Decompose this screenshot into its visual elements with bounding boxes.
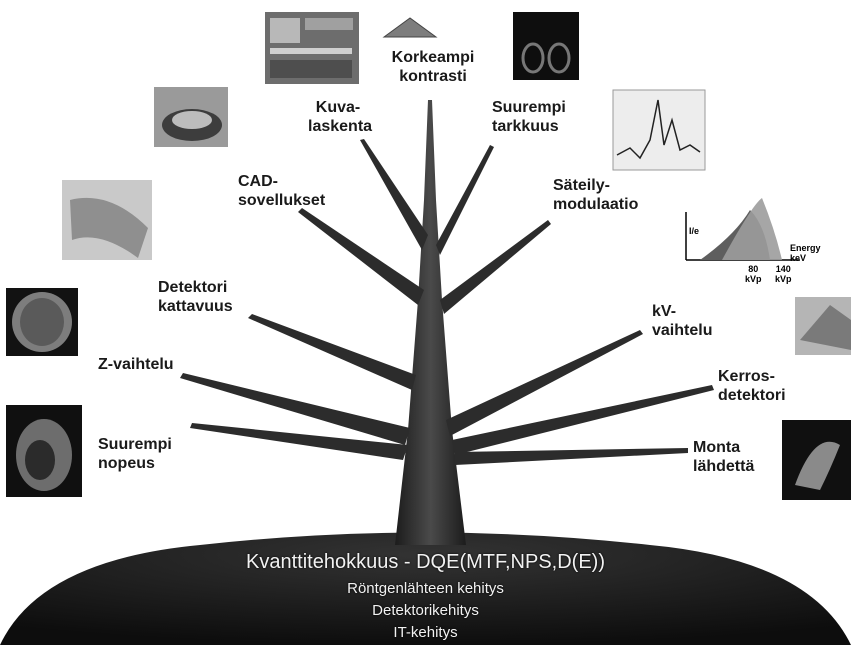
branch-kv xyxy=(446,330,643,436)
ground-line-2: Detektorikehitys xyxy=(0,602,851,619)
branch-detektori xyxy=(248,314,416,390)
label-kerrosdetektori: Kerros- detektori xyxy=(718,367,786,405)
label-monta-lahdetta: Monta lähdettä xyxy=(693,438,754,476)
spectrum-y-label: I/e xyxy=(689,226,699,236)
label-kuvalaskenta: Kuva- laskenta xyxy=(308,98,368,136)
label-korkeampi-kontrasti: Korkeampi kontrasti xyxy=(378,48,488,86)
brain-ct-icon xyxy=(6,288,78,356)
building-photo-icon xyxy=(265,12,359,84)
branch-monta xyxy=(455,448,688,465)
branch-kuvalaskenta xyxy=(360,139,428,250)
flat-panel-icon xyxy=(62,180,152,260)
spectrum-tick-80: 80 kVp xyxy=(745,264,762,284)
dish-render-icon xyxy=(154,87,228,147)
ground-line-1: Röntgenlähteen kehitys xyxy=(0,580,851,597)
vessel-render-icon xyxy=(782,420,851,500)
branch-modulaatio xyxy=(440,220,551,314)
label-sateilymodulaatio: Säteily- modulaatio xyxy=(553,176,638,214)
label-suurempi-nopeus: Suurempi nopeus xyxy=(98,435,172,473)
tree-trunk xyxy=(395,100,466,545)
ground-title: Kvanttitehokkuus - DQE(MTF,NPS,D(E)) xyxy=(0,551,851,574)
branch-tarkkuus xyxy=(436,145,494,255)
label-z-vaihtelu: Z-vaihtelu xyxy=(98,355,174,374)
triangle-phantom-icon xyxy=(384,18,436,37)
spectrum-tick-140: 140 kVp xyxy=(775,264,792,284)
energy-spectrum-icon xyxy=(686,198,800,260)
heart-ct-icon xyxy=(6,405,82,497)
label-detektori-kattavuus: Detektori kattavuus xyxy=(158,278,233,316)
ground-line-3: IT-kehitys xyxy=(0,624,851,641)
label-cad-sovellukset: CAD- sovellukset xyxy=(238,172,325,210)
branch-cad xyxy=(298,208,424,305)
spectrum-x-label: Energy keV xyxy=(790,243,821,263)
branch-kerros xyxy=(452,385,714,455)
ct-slice-dark-icon xyxy=(513,12,579,80)
waveform-plot-icon xyxy=(613,90,705,170)
label-kv-vaihtelu: kV- vaihtelu xyxy=(652,302,712,340)
label-suurempi-tarkkuus: Suurempi tarkkuus xyxy=(492,98,566,136)
detector-array-icon xyxy=(795,297,851,355)
